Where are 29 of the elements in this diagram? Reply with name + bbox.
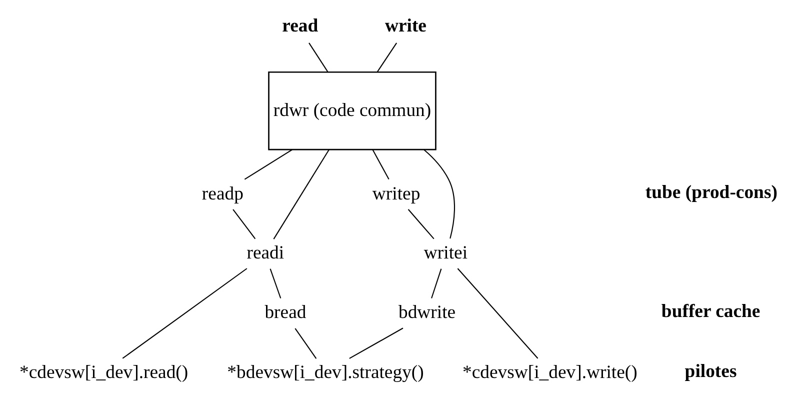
connector — [424, 149, 456, 239]
label: pilotes — [684, 360, 737, 382]
connector — [457, 268, 538, 359]
connector — [294, 328, 317, 359]
connector — [273, 149, 330, 240]
connector — [308, 42, 328, 72]
connector — [270, 268, 282, 298]
node-text: write — [384, 16, 426, 37]
connector — [408, 209, 434, 240]
label: tube (prod-cons) — [645, 182, 778, 203]
node-text: readp — [202, 183, 244, 204]
connector — [244, 149, 292, 180]
node-text: read — [282, 16, 318, 37]
label: buffer cache — [661, 300, 760, 322]
connector — [232, 209, 256, 240]
node-box: rdwr (code commun) — [268, 71, 436, 150]
connector — [372, 149, 390, 180]
connector — [122, 268, 248, 359]
connector — [431, 268, 442, 298]
node-text: *bdevsw[i_dev].strategy() — [227, 362, 424, 384]
connector — [349, 328, 404, 359]
node-text: *cdevsw[i_dev].read() — [20, 362, 188, 384]
node-text: writep — [372, 183, 420, 204]
node-text: writei — [424, 242, 468, 264]
node-text: bdwrite — [398, 302, 456, 324]
connector — [376, 42, 398, 72]
node-text: bread — [264, 302, 306, 324]
node-text: readi — [246, 242, 284, 264]
node-text: *cdevsw[i_dev].write() — [462, 362, 638, 384]
